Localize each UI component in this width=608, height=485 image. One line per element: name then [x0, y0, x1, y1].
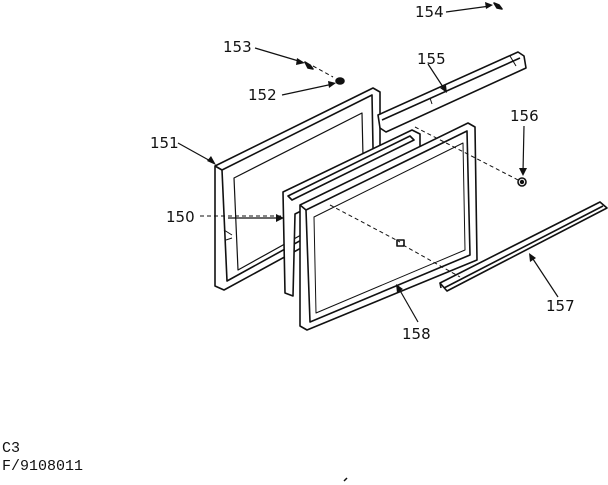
leader-151: [177, 142, 215, 164]
diagram-code-line2: F/9108011: [2, 458, 84, 475]
leader-158: [397, 286, 419, 323]
screw-153: [304, 61, 314, 70]
stray-mark: [343, 477, 348, 482]
label-154: 154: [415, 3, 444, 21]
label-158: 158: [402, 325, 431, 343]
door-glass-panel: [299, 122, 478, 331]
label-155: 155: [417, 50, 446, 68]
leader-157: [530, 255, 559, 298]
alignment-lines: [200, 65, 523, 278]
label-153: 153: [223, 38, 252, 56]
screw-152: [335, 77, 345, 85]
diagram-code-line1: C3: [2, 440, 21, 457]
leader-154: [445, 5, 491, 13]
leader-155: [427, 63, 446, 91]
screw-154: [493, 2, 503, 10]
bottom-trim-strip: [439, 201, 608, 292]
leader-153: [254, 47, 303, 63]
label-156: 156: [510, 107, 539, 125]
leader-152: [281, 83, 334, 96]
leader-156: [522, 125, 525, 173]
label-150: 150: [166, 208, 195, 226]
label-151: 151: [150, 134, 179, 152]
label-157: 157: [546, 297, 575, 315]
label-152: 152: [248, 86, 277, 104]
glass-fastener: [396, 239, 405, 247]
leader-lines: [177, 2, 559, 323]
top-trim-strip: [377, 51, 527, 133]
